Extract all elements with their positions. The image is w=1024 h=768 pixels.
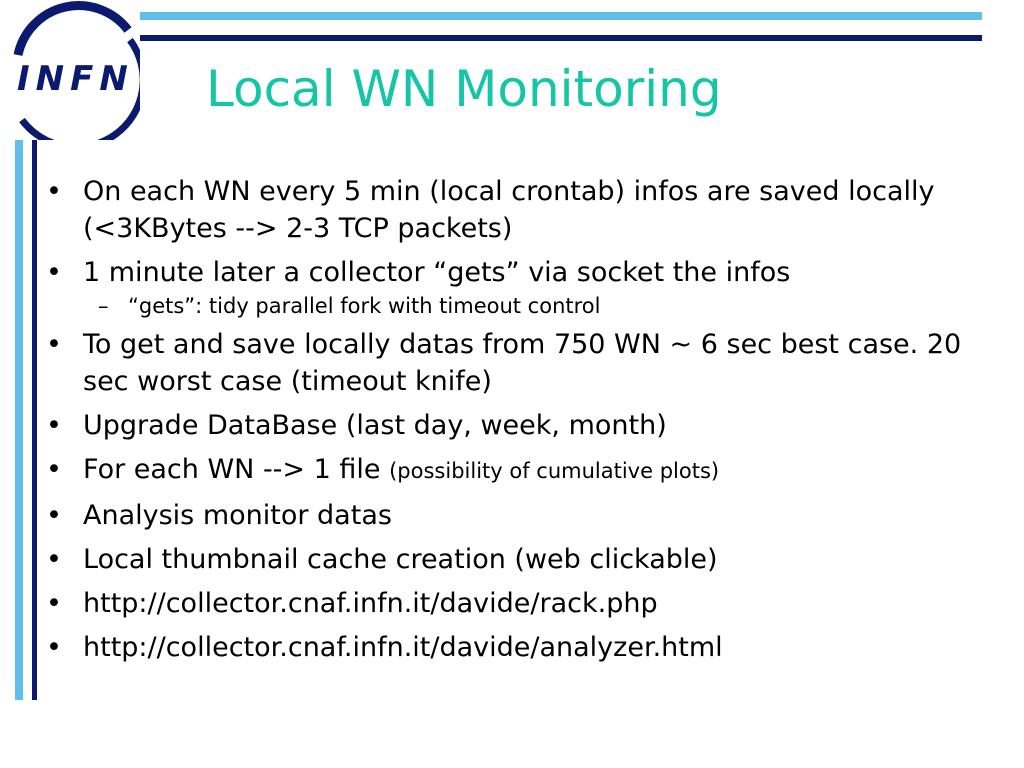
bullet-marker: • bbox=[46, 257, 62, 288]
bullet-text: Analysis monitor datas bbox=[83, 500, 392, 531]
bullet-item: • Local thumbnail cache creation (web cl… bbox=[46, 541, 996, 578]
infn-logo: INFN bbox=[0, 0, 140, 140]
bullet-text: On each WN every 5 min (local crontab) i… bbox=[83, 176, 935, 244]
logo-arc-bottom bbox=[19, 37, 140, 140]
side-decorative-bar-dark bbox=[32, 140, 37, 700]
bullet-marker: • bbox=[46, 329, 62, 360]
bullet-item: • http://collector.cnaf.infn.it/davide/r… bbox=[46, 585, 996, 622]
bullet-item: • To get and save locally datas from 750… bbox=[46, 326, 996, 400]
bullet-marker: • bbox=[46, 410, 62, 441]
bullet-item: • For each WN --> 1 file (possibility of… bbox=[46, 451, 996, 490]
bullet-item: • Analysis monitor datas bbox=[46, 497, 996, 534]
sub-bullet-marker: – bbox=[98, 294, 109, 318]
bullet-item: • http://collector.cnaf.infn.it/davide/a… bbox=[46, 629, 996, 666]
top-decorative-bar-light bbox=[140, 12, 982, 20]
bullet-note: (possibility of cumulative plots) bbox=[389, 459, 720, 483]
sub-bullet-item: – “gets”: tidy parallel fork with timeou… bbox=[46, 292, 996, 320]
bullet-item: • On each WN every 5 min (local crontab)… bbox=[46, 173, 996, 247]
bullet-item: • Upgrade DataBase (last day, week, mont… bbox=[46, 407, 996, 444]
side-decorative-bar-light bbox=[15, 140, 23, 700]
sub-bullet-text: “gets”: tidy parallel fork with timeout … bbox=[128, 294, 601, 318]
slide-title: Local WN Monitoring bbox=[206, 60, 722, 118]
bullet-marker: • bbox=[46, 454, 62, 485]
bullet-marker: • bbox=[46, 544, 62, 575]
bullet-list: • On each WN every 5 min (local crontab)… bbox=[46, 173, 996, 673]
bullet-link-analyzer[interactable]: http://collector.cnaf.infn.it/davide/ana… bbox=[83, 632, 723, 663]
bullet-item: • 1 minute later a collector “gets” via … bbox=[46, 254, 996, 291]
top-decorative-bar-dark bbox=[140, 35, 982, 41]
bullet-marker: • bbox=[46, 632, 62, 663]
bullet-text: Upgrade DataBase (last day, week, month) bbox=[83, 410, 667, 441]
bullet-marker: • bbox=[46, 176, 62, 207]
logo-arc-top bbox=[13, 1, 132, 57]
bullet-text: To get and save locally datas from 750 W… bbox=[83, 329, 962, 397]
bullet-text: Local thumbnail cache creation (web clic… bbox=[83, 544, 718, 575]
bullet-text: For each WN --> 1 file bbox=[83, 454, 381, 485]
bullet-text: 1 minute later a collector “gets” via so… bbox=[83, 257, 791, 288]
bullet-marker: • bbox=[46, 500, 62, 531]
logo-wordmark: INFN bbox=[17, 59, 134, 99]
bullet-marker: • bbox=[46, 588, 62, 619]
bullet-link-rack[interactable]: http://collector.cnaf.infn.it/davide/rac… bbox=[83, 588, 658, 619]
